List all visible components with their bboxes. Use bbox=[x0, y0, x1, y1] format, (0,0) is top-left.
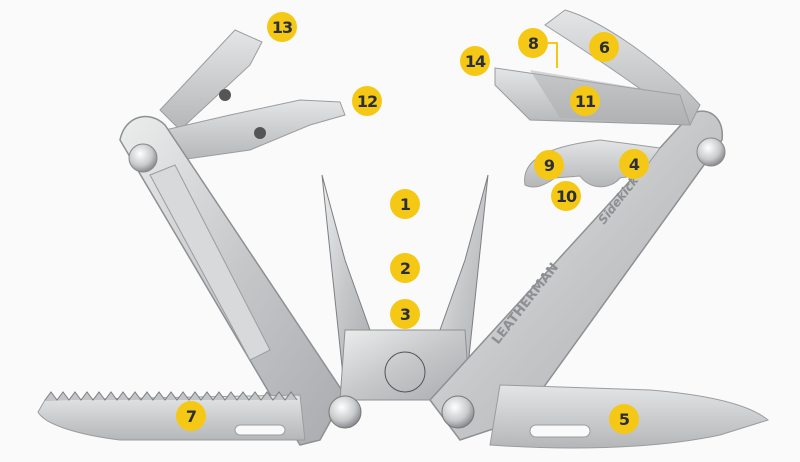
callout-badge-3: 3 bbox=[390, 299, 420, 329]
left-pivot-screw bbox=[328, 395, 362, 429]
callout-badge-10: 10 bbox=[551, 181, 581, 211]
callout-badge-14: 14 bbox=[460, 46, 490, 76]
callout-badge-9: 9 bbox=[534, 150, 564, 180]
callout-badge-5: 5 bbox=[609, 404, 639, 434]
saw-blade-tool-7 bbox=[37, 391, 306, 441]
callout-badge-11: 11 bbox=[570, 86, 600, 116]
flat-screwdriver-tool-13 bbox=[159, 29, 263, 131]
callout-badge-2: 2 bbox=[390, 253, 420, 283]
callout-badge-6: 6 bbox=[589, 32, 619, 62]
callout-badge-4: 4 bbox=[619, 149, 649, 179]
callout-badge-7: 7 bbox=[176, 401, 206, 431]
callout-badge-13: 13 bbox=[267, 12, 297, 42]
callout-badge-12: 12 bbox=[352, 86, 382, 116]
left-handle bbox=[119, 115, 346, 446]
right-pivot-screw bbox=[441, 395, 475, 429]
pliers-tool-1-2-3 bbox=[321, 174, 489, 401]
callout-badge-8: 8 bbox=[518, 28, 548, 58]
callout-badge-1: 1 bbox=[390, 189, 420, 219]
callout-8-leader-line bbox=[548, 42, 558, 68]
phillips-screwdriver-tool-12 bbox=[164, 99, 346, 161]
